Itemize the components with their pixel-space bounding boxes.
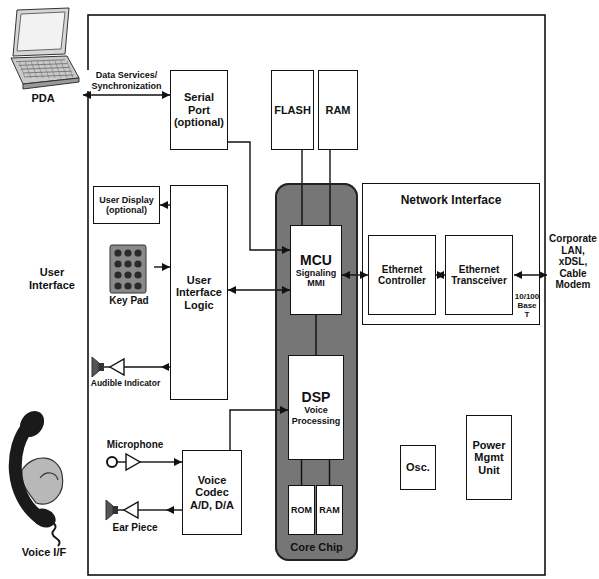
box-label: RAM (321, 104, 355, 117)
box-label: Ethernet Transceiver (448, 264, 510, 287)
serial-port-box: Serial Port (optional) (170, 70, 228, 150)
box-sublabel: Voice Processing (291, 405, 341, 426)
connector (166, 509, 182, 510)
laptop-icon (3, 6, 81, 92)
box-label: PDA (3, 92, 83, 105)
voice-codec-box: Voice Codec A/D, D/A (182, 450, 242, 535)
connector (329, 150, 330, 225)
network-link (514, 274, 547, 275)
connector (230, 410, 288, 450)
mic-icon (104, 450, 166, 474)
ethernet-transceiver-box: Ethernet Transceiver (445, 235, 513, 315)
connector (228, 142, 290, 250)
ui-logic-box: User Interface Logic (170, 185, 228, 400)
ram-box: RAM (318, 70, 358, 150)
connector (160, 204, 170, 205)
keypad-icon (104, 243, 152, 295)
core-chip: Core Chip MCUSignaling MMI DSPVoice Proces… (275, 183, 358, 561)
spk-icon (104, 498, 166, 522)
oscillator-box: Osc. (400, 445, 436, 490)
connector (154, 266, 170, 267)
box-label: Voice Codec A/D, D/A (185, 474, 239, 512)
earpiece-device: Ear Piece (104, 498, 166, 542)
box-label: RAM (319, 505, 340, 515)
edge-label: Data Services/ Synchronization (87, 70, 167, 91)
network-interface-panel: Network InterfaceEthernet Controller Ethe… (362, 183, 540, 325)
connector (228, 289, 290, 290)
box-label: Key Pad (104, 295, 154, 307)
box-sublabel: Signaling MMI (293, 268, 339, 289)
box-label: Core Chip (277, 541, 356, 554)
keypad-device: Key Pad (104, 243, 154, 315)
audible-indicator: Audible Indicator (90, 355, 161, 403)
box-label: MCU (293, 252, 339, 268)
user-display-box: User Display (optional) (93, 186, 160, 224)
interface-spec: 10/100 Base T (514, 292, 540, 320)
connector (315, 315, 316, 355)
connector (301, 150, 302, 225)
box-label: User Interface Logic (173, 274, 225, 312)
ram-box: RAM (316, 485, 343, 535)
box-label: Microphone (104, 439, 166, 451)
connector (161, 366, 170, 367)
network-label: Corporate LAN, xDSL, Cable Modem (548, 233, 598, 291)
power-mgmt-box: Power Mgmt Unit (466, 415, 512, 500)
box-label: ROM (291, 505, 312, 515)
box-label: Ear Piece (104, 522, 166, 534)
connector (301, 460, 302, 485)
box-label: Power Mgmt Unit (469, 439, 509, 477)
telephone-handset (15, 406, 63, 546)
flash-box: FLASH (271, 70, 314, 150)
connector (166, 461, 182, 462)
connector (342, 274, 368, 275)
spk-icon (90, 355, 161, 379)
box-label: Osc. (403, 461, 433, 474)
rom-box: ROM (288, 485, 315, 535)
device-housing (88, 15, 545, 575)
ethernet-controller-box: Ethernet Controller (368, 235, 436, 315)
box-label: Serial Port (optional) (173, 91, 225, 129)
box-label: Network Interface (363, 194, 539, 208)
box-label: User Display (optional) (96, 195, 157, 216)
box-label: Ethernet Controller (371, 264, 433, 287)
connector (436, 274, 445, 275)
box-label: DSP (291, 389, 341, 405)
pda-device: PDA (3, 6, 83, 116)
box-label: FLASH (274, 104, 311, 117)
section-label: Voice I/F (4, 546, 84, 559)
mcu-box: MCUSignaling MMI (290, 225, 342, 315)
core-chip-fill (275, 183, 358, 561)
box-label: Audible Indicator (90, 379, 161, 389)
microphone-device: Microphone (104, 430, 166, 474)
connector (329, 460, 330, 485)
dsp-box: DSPVoice Processing (288, 355, 344, 460)
connector (83, 94, 170, 95)
section-label: User Interface (20, 266, 84, 291)
